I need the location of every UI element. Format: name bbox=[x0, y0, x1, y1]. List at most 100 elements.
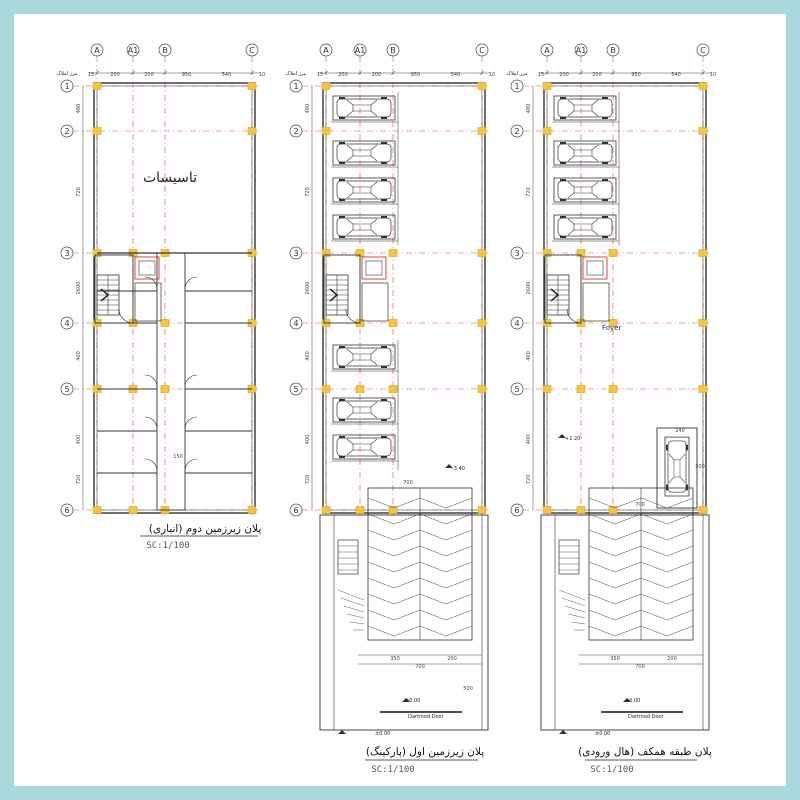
column-marker bbox=[698, 82, 708, 90]
ramp-chevron bbox=[588, 625, 642, 637]
top-dim-1: 200 bbox=[559, 72, 569, 78]
column-marker bbox=[321, 127, 331, 135]
column-marker bbox=[698, 385, 708, 393]
door-swing bbox=[144, 276, 158, 290]
car-symbol bbox=[332, 95, 396, 121]
door-swing bbox=[144, 374, 158, 388]
top-dim-0: 15 bbox=[88, 72, 94, 78]
plan3-bay-dim-1: 500 bbox=[695, 464, 705, 470]
stair-symbol bbox=[546, 274, 570, 316]
grid-letter-C: C bbox=[249, 46, 255, 55]
grid-number-2: 2 bbox=[514, 127, 519, 136]
plan2-ramp-dim-2: 200 bbox=[447, 656, 457, 662]
column-marker bbox=[247, 82, 257, 90]
plan2-ramp-dim-1: 350 bbox=[390, 656, 400, 662]
door-swing bbox=[184, 458, 198, 472]
column-marker bbox=[321, 506, 331, 514]
ramp-chevron bbox=[367, 529, 421, 541]
dim-tick bbox=[94, 70, 100, 76]
top-dim-5: 10 bbox=[710, 72, 716, 78]
dim-tick bbox=[700, 70, 706, 76]
grid-number-5: 5 bbox=[514, 385, 519, 394]
ramp-chevron bbox=[419, 577, 473, 589]
door-swing bbox=[184, 416, 198, 430]
grid-number-4: 4 bbox=[514, 319, 519, 328]
grid-number-6: 6 bbox=[64, 506, 69, 515]
column-marker bbox=[576, 385, 586, 393]
side-dim-3: 400 bbox=[76, 351, 82, 361]
column-marker bbox=[388, 385, 398, 393]
ramp-chevron bbox=[419, 545, 473, 557]
shaft-box bbox=[582, 282, 610, 322]
outer-wall bbox=[543, 82, 707, 514]
side-dim-0: 480 bbox=[526, 104, 532, 114]
side-dim-3: 400 bbox=[305, 351, 311, 361]
top-dim-5: 10 bbox=[489, 72, 495, 78]
plan3-ramp-dim-1: 200 bbox=[667, 656, 677, 662]
top-dim-4: 540 bbox=[671, 72, 681, 78]
grid-letter-C: C bbox=[700, 46, 706, 55]
level-marker bbox=[338, 730, 346, 734]
elevator-shaft bbox=[134, 256, 160, 280]
elevator-shaft bbox=[361, 256, 387, 280]
car-symbol bbox=[332, 397, 396, 423]
dim-tick bbox=[479, 70, 485, 76]
top-dim-1: 200 bbox=[338, 72, 348, 78]
top-dim-4: 540 bbox=[222, 72, 232, 78]
ramp-chevron bbox=[367, 545, 421, 557]
grid-letter-A1: A1 bbox=[576, 46, 587, 55]
ramp-chevron bbox=[588, 529, 642, 541]
column-marker bbox=[92, 127, 102, 135]
column-marker bbox=[355, 385, 365, 393]
level-marker bbox=[623, 698, 631, 702]
side-dim-2: 2600 bbox=[305, 282, 311, 295]
plan2-entry-elev: ±0.00 bbox=[405, 698, 420, 704]
grid-letter-B: B bbox=[390, 46, 396, 55]
column-marker bbox=[698, 127, 708, 135]
ramp-chevron bbox=[419, 561, 473, 573]
column-marker bbox=[355, 506, 365, 514]
grid-number-1: 1 bbox=[293, 82, 298, 91]
column-marker bbox=[608, 249, 618, 257]
outer-wall bbox=[322, 82, 486, 514]
ramp-zone bbox=[319, 514, 489, 731]
ramp-chevron bbox=[640, 529, 694, 541]
plan-title-2: پلان زیرزمین اول (پارکینگ) bbox=[366, 745, 484, 758]
dim-tick bbox=[390, 70, 396, 76]
grid-number-1: 1 bbox=[64, 82, 69, 91]
dim-tick bbox=[249, 70, 255, 76]
ramp-chevron bbox=[588, 593, 642, 605]
door-swing bbox=[144, 416, 158, 430]
grid-number-3: 3 bbox=[293, 249, 298, 258]
column-marker bbox=[477, 319, 487, 327]
dim-tick bbox=[544, 70, 550, 76]
top-dim-5: 10 bbox=[259, 72, 265, 78]
plan-scale-3: SC:1/100 bbox=[590, 765, 633, 775]
column-marker bbox=[477, 127, 487, 135]
ramp-chevron bbox=[640, 497, 694, 509]
plan3-entry-elev-b: ±0.00 bbox=[595, 731, 610, 737]
elevator-cab bbox=[586, 260, 604, 276]
stair-tread bbox=[343, 605, 365, 613]
plan3-ramp-dim-0: 350 bbox=[610, 656, 620, 662]
dim-tick bbox=[162, 70, 168, 76]
plan2-ramp-dim-3: 700 bbox=[415, 664, 425, 670]
side-dim-1: 720 bbox=[526, 187, 532, 197]
stair-tread bbox=[340, 597, 365, 607]
ramp-chevron bbox=[640, 625, 694, 637]
grid-number-4: 4 bbox=[64, 319, 69, 328]
stair-tread bbox=[346, 613, 365, 619]
side-dim-2: 2600 bbox=[76, 282, 82, 295]
ramp-chevron bbox=[419, 497, 473, 509]
inner-wall bbox=[96, 85, 253, 511]
side-dim-2: 2600 bbox=[526, 282, 532, 295]
ramp-zone bbox=[540, 514, 710, 731]
grid-letter-A1: A1 bbox=[128, 46, 139, 55]
grid-letter-A: A bbox=[323, 46, 329, 55]
column-marker bbox=[698, 249, 708, 257]
column-marker bbox=[542, 506, 552, 514]
dim-tick bbox=[130, 70, 136, 76]
